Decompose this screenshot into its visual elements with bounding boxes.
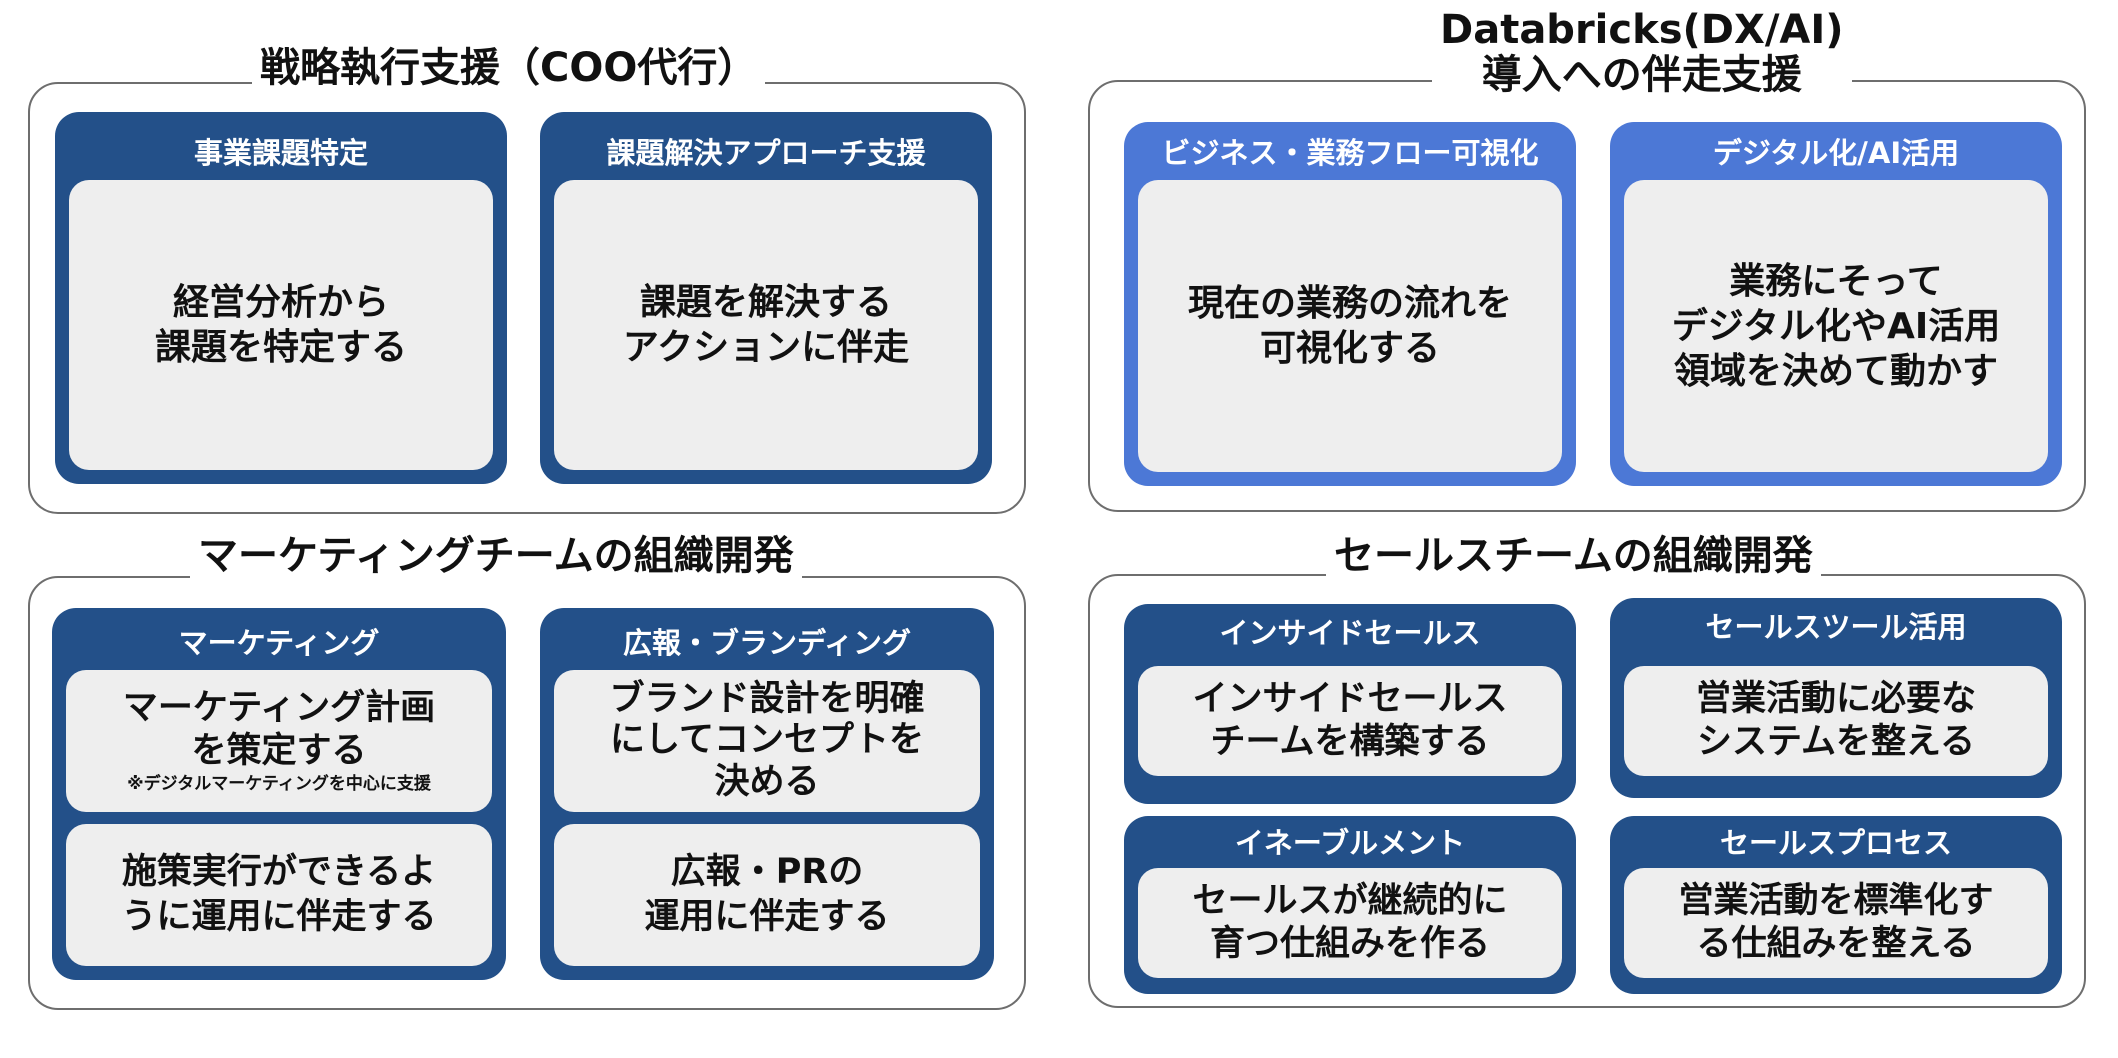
card-label: セールスツール活用 — [1705, 610, 1967, 644]
sales-card-enablement: イネーブルメント セールスが継続的に 育つ仕組みを作る — [1124, 816, 1576, 994]
card-label: セールスプロセス — [1719, 826, 1952, 860]
card-label: 課題解決アプローチ支援 — [606, 136, 926, 170]
card-description: 課題を解決する アクションに伴走 — [554, 180, 978, 470]
sales-section-title: セールスチームの組織開発 — [1326, 534, 1821, 579]
card-label: ビジネス・業務フロー可視化 — [1161, 136, 1539, 170]
marketing-plan-note: ※デジタルマーケティングを中心に支援 — [127, 774, 431, 795]
card-description: セールスが継続的に 育つ仕組みを作る — [1138, 868, 1562, 978]
sales-card-inside-sales: インサイドセールス インサイドセールス チームを構築する — [1124, 604, 1576, 804]
pr-operation-box: 広報・PRの 運用に伴走する — [554, 824, 980, 966]
card-description: インサイドセールス チームを構築する — [1138, 666, 1562, 776]
card-label: 広報・ブランディング — [623, 626, 911, 660]
card-label: イネーブルメント — [1234, 826, 1466, 860]
marketing-plan-box: マーケティング計画 を策定する ※デジタルマーケティングを中心に支援 — [66, 670, 492, 812]
marketing-card-pr-branding: 広報・ブランディング ブランド設計を明確 にしてコンセプトを 決める 広報・PR… — [540, 608, 994, 980]
marketing-section-title: マーケティングチームの組織開発 — [190, 534, 802, 579]
card-description: 経営分析から 課題を特定する — [69, 180, 493, 470]
marketing-card-marketing: マーケティング マーケティング計画 を策定する ※デジタルマーケティングを中心に… — [52, 608, 506, 980]
brand-design-box: ブランド設計を明確 にしてコンセプトを 決める — [554, 670, 980, 812]
card-label: インサイドセールス — [1219, 616, 1481, 650]
card-description: 現在の業務の流れを 可視化する — [1138, 180, 1562, 472]
databricks-card-business-flow-visualization: ビジネス・業務フロー可視化 現在の業務の流れを 可視化する — [1124, 122, 1576, 486]
card-label: 事業課題特定 — [193, 136, 368, 170]
card-description: 業務にそって デジタル化やAI活用 領域を決めて動かす — [1624, 180, 2048, 472]
marketing-execution-box: 施策実行ができるよ うに運用に伴走する — [66, 824, 492, 966]
strategy-card-issue-identification: 事業課題特定 経営分析から 課題を特定する — [55, 112, 507, 484]
card-description: 営業活動に必要な システムを整える — [1624, 666, 2048, 776]
card-description: 営業活動を標準化す る仕組みを整える — [1624, 868, 2048, 978]
databricks-card-digital-ai: デジタル化/AI活用 業務にそって デジタル化やAI活用 領域を決めて動かす — [1610, 122, 2062, 486]
card-label: マーケティング — [178, 626, 380, 660]
strategy-card-solution-approach: 課題解決アプローチ支援 課題を解決する アクションに伴走 — [540, 112, 992, 484]
strategy-section-title: 戦略執行支援（COO代行） — [252, 46, 766, 91]
card-label: デジタル化/AI活用 — [1712, 136, 1960, 170]
sales-card-sales-process: セールスプロセス 営業活動を標準化す る仕組みを整える — [1610, 816, 2062, 994]
databricks-section-title: Databricks(DX/AI) 導入への伴走支援 — [1432, 8, 1852, 98]
sales-card-sales-tools: セールスツール活用 営業活動に必要な システムを整える — [1610, 598, 2062, 798]
